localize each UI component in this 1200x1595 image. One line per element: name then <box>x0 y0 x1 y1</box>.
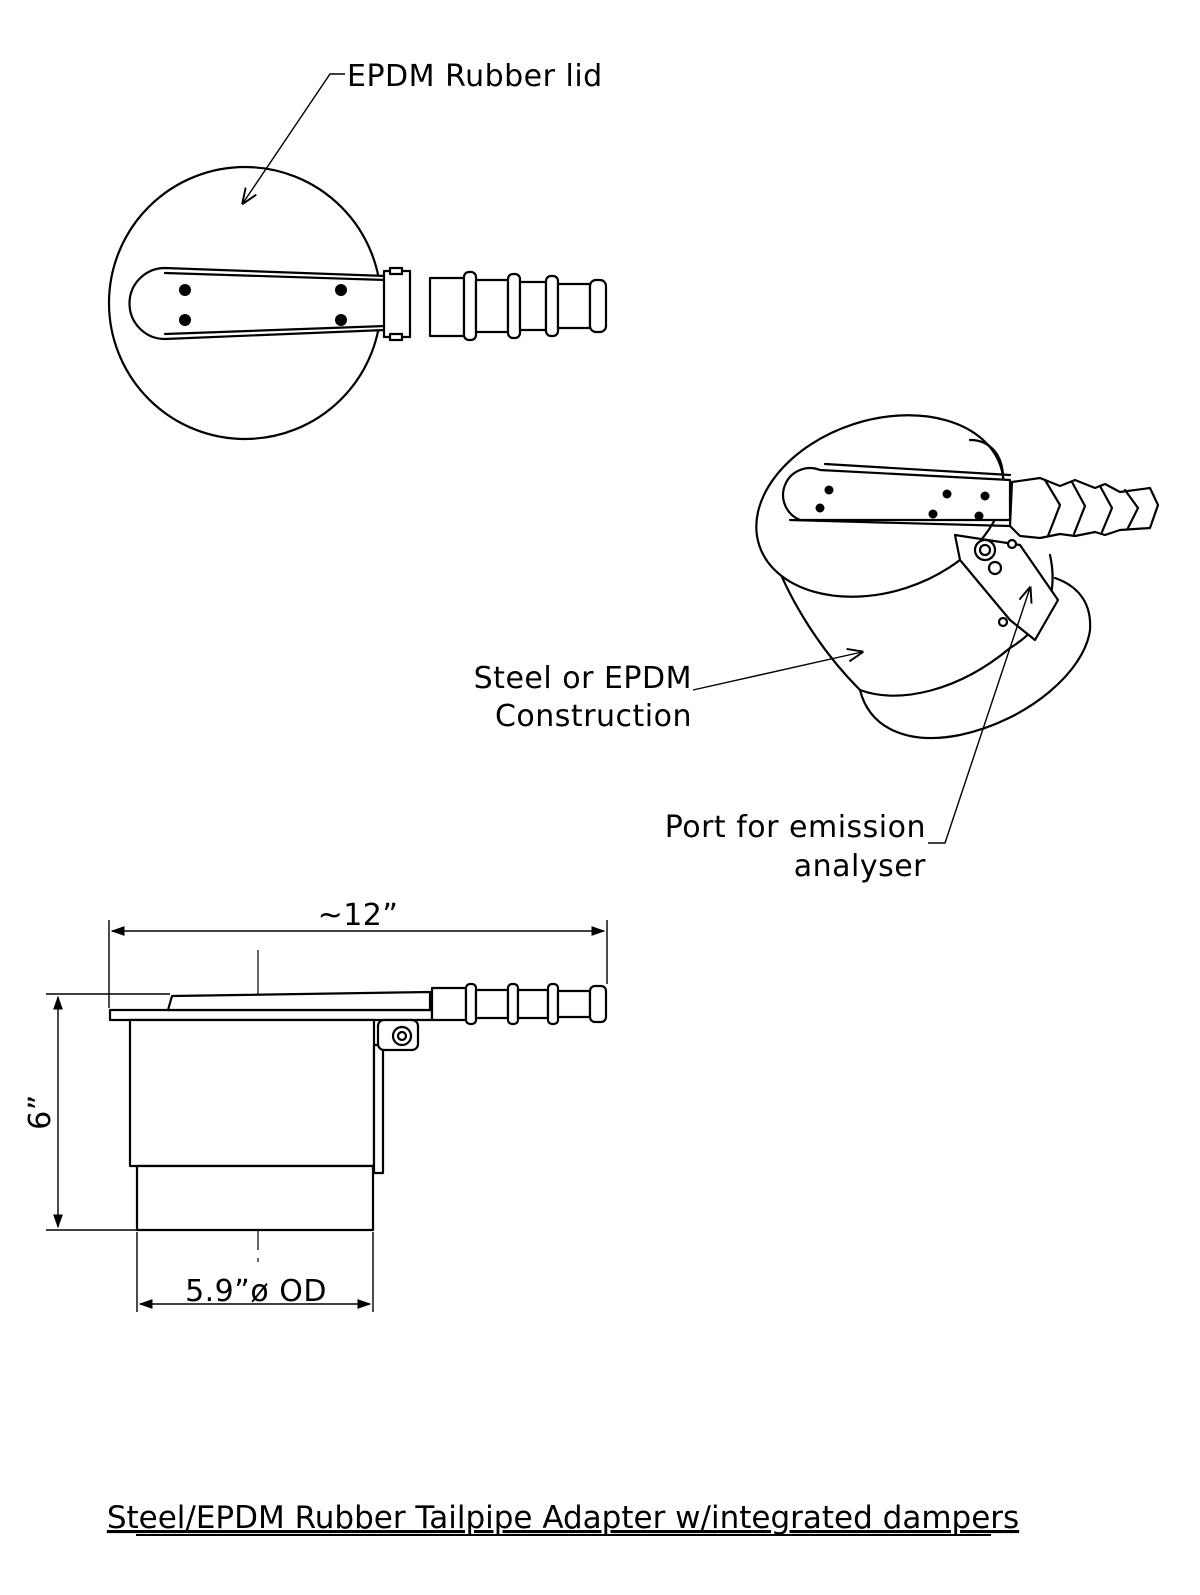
side-coupler-ring <box>546 982 560 1026</box>
side-coupler-base <box>430 986 468 1022</box>
damper-arm-plate <box>128 266 387 341</box>
side-bracket <box>372 1043 385 1175</box>
side-coupler-ring <box>464 982 478 1026</box>
iso-bracket-screw <box>987 560 1003 576</box>
iso-rivet <box>815 503 825 513</box>
hinge-tab <box>388 332 404 342</box>
tailpipe-coupler-segment <box>556 282 592 330</box>
side-coupler-segment <box>556 989 592 1019</box>
tailpipe-coupler-segment <box>474 278 510 334</box>
hinge-tab <box>388 266 404 276</box>
side-lid-plate <box>108 1008 434 1022</box>
rubber-lid-leader <box>243 73 345 203</box>
iso-coupler-ring <box>1070 480 1087 536</box>
iso-rivet <box>942 489 952 499</box>
iso-port-bracket <box>953 533 1060 642</box>
iso-bracket-screw <box>997 616 1009 628</box>
arm-edge-line <box>163 271 387 282</box>
height-dimension-label: 6” <box>23 1094 58 1130</box>
length-dimension-label: ~12” <box>318 898 399 933</box>
side-coupler-ring <box>588 984 608 1024</box>
iso-arm-edge <box>788 518 1012 528</box>
side-coupler-ring <box>506 982 520 1026</box>
port-label-line2: analyser <box>794 849 926 884</box>
diameter-dimension-label: 5.9”ø OD <box>185 1274 327 1309</box>
port-leader <box>928 588 1030 844</box>
iso-rivet <box>980 491 990 501</box>
construction-label-line2: Construction <box>495 699 692 734</box>
side-arm-top <box>166 990 432 1012</box>
side-hinge-pin-inner <box>396 1030 408 1042</box>
tailpipe-coupler-ring <box>544 274 560 338</box>
iso-coupler-ring <box>1098 484 1114 534</box>
rivet <box>179 314 191 326</box>
rubber-lid-label: EPDM Rubber lid <box>347 59 603 94</box>
iso-coupler-ring <box>1043 478 1062 538</box>
hinge-bracket <box>382 269 412 339</box>
drawing-title: Steel/EPDM Rubber Tailpipe Adapter w/int… <box>107 1500 1019 1536</box>
rivet <box>179 284 191 296</box>
iso-body-bottom-rim <box>858 646 1012 697</box>
iso-coupler-ring <box>1123 488 1140 530</box>
construction-leader <box>692 652 862 691</box>
top-view: EPDM Rubber lid <box>107 59 608 441</box>
side-lower-sleeve <box>135 1164 375 1232</box>
tailpipe-coupler-base <box>428 276 466 338</box>
iso-lower-body <box>858 576 1092 740</box>
construction-label-line1: Steel or EPDM <box>474 661 692 696</box>
side-view: ~12” 6” 5.9”ø OD <box>23 898 608 1312</box>
rivet <box>335 284 347 296</box>
rivet <box>335 314 347 326</box>
iso-rivet <box>824 485 834 495</box>
port-label-line1: Port for emission <box>665 810 926 845</box>
iso-port-fitting-inner <box>978 543 992 557</box>
side-steel-body <box>128 1018 376 1168</box>
tailpipe-coupler-segment <box>518 280 548 332</box>
tailpipe-coupler-ring <box>506 272 522 340</box>
iso-rivet <box>974 511 984 521</box>
tailpipe-coupler-ring <box>588 278 608 334</box>
arm-edge-line <box>163 324 387 336</box>
isometric-view: Steel or EPDM Construction Port for emis… <box>474 414 1160 884</box>
side-coupler-segment <box>474 988 510 1020</box>
iso-bracket-screw <box>1006 538 1018 550</box>
tailpipe-coupler-ring <box>462 270 478 342</box>
side-coupler-segment <box>516 988 550 1020</box>
iso-lid-thickness <box>968 438 1005 480</box>
iso-rivet <box>928 509 938 519</box>
iso-arm-edge <box>823 462 1012 477</box>
